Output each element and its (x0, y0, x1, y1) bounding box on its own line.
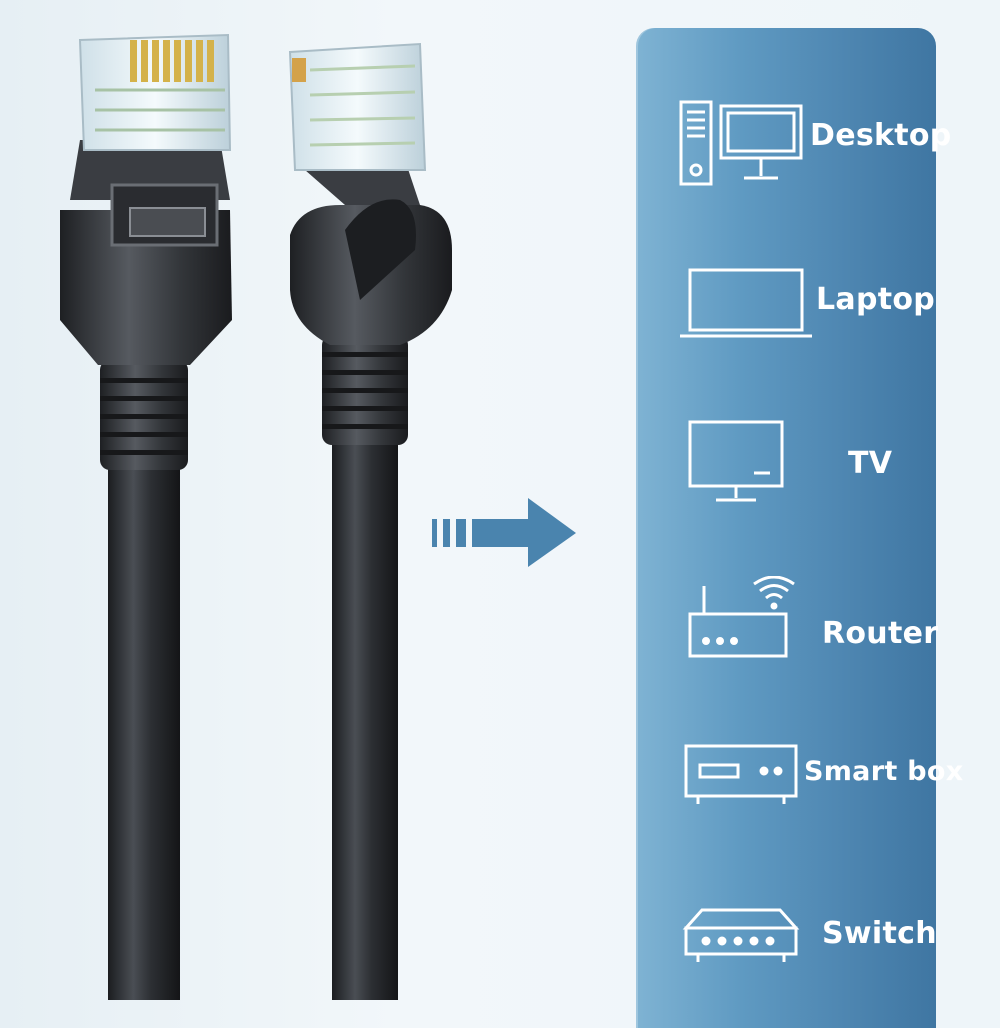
arrow-right-icon (432, 498, 576, 567)
device-label-switch: Switch (822, 916, 937, 951)
device-router: Router (636, 576, 939, 686)
switch-icon (682, 908, 800, 962)
device-tv: TV (636, 418, 936, 528)
device-switch: Switch (636, 900, 937, 1010)
desktop-icon (679, 100, 803, 186)
device-label-router: Router (822, 616, 939, 651)
router-icon (688, 576, 795, 658)
device-label-desktop: Desktop (810, 118, 952, 153)
device-label-smart-box: Smart box (804, 756, 964, 787)
device-desktop: Desktop (636, 100, 951, 210)
ethernet-cables-illustration (60, 33, 452, 1000)
left-cable (60, 33, 232, 1000)
tv-icon (688, 420, 784, 502)
device-smart-box: Smart box (636, 740, 963, 850)
device-laptop: Laptop (636, 266, 936, 376)
laptop-icon (680, 268, 812, 338)
device-label-laptop: Laptop (816, 282, 936, 317)
compatible-devices-panel: Desktop Laptop TV Route (636, 28, 963, 1028)
device-label-tv: TV (848, 446, 893, 481)
right-cable (288, 42, 452, 1000)
smart-box-icon (684, 744, 798, 804)
